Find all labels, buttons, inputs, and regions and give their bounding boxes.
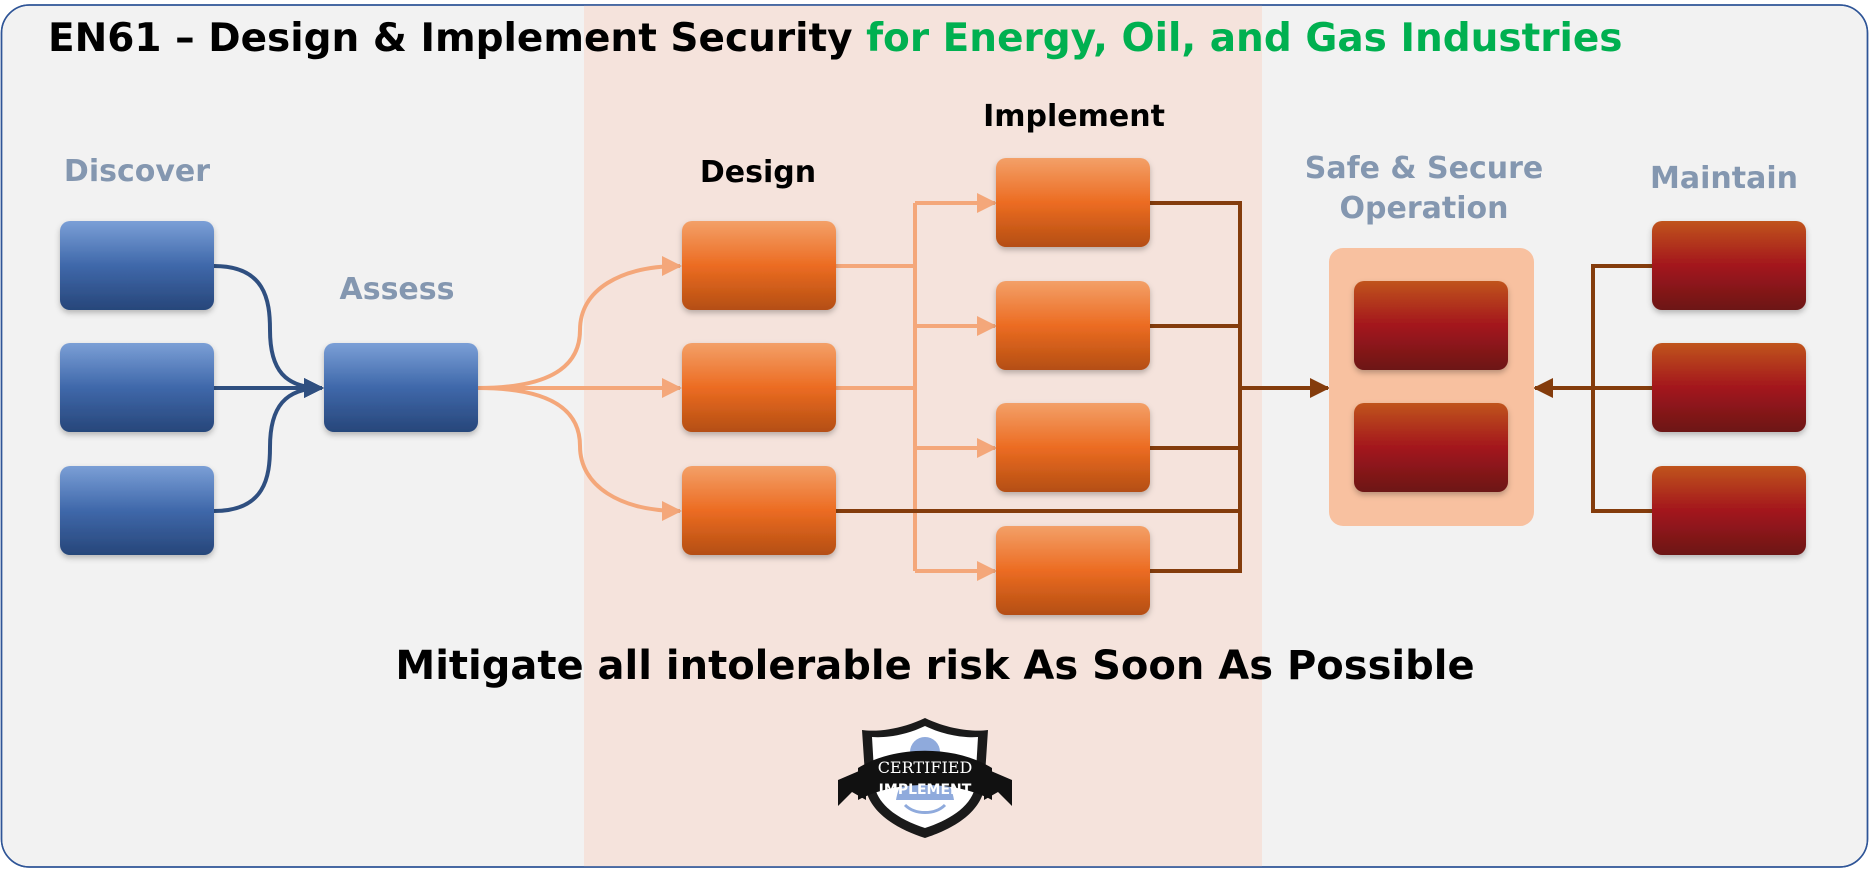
connectors-discover-assess [213,264,324,513]
maintain-boxes [1652,221,1806,555]
label-assess: Assess [340,272,455,307]
label-discover: Discover [64,154,210,189]
implement-box [996,158,1150,247]
label-operation-line2: Operation [1340,191,1509,226]
implement-box [996,403,1150,492]
label-design: Design [700,155,816,190]
design-boxes [682,221,836,555]
implement-boxes [996,158,1150,615]
operation-box [1354,281,1508,370]
design-box [682,466,836,555]
design-box [682,343,836,432]
label-maintain: Maintain [1650,161,1798,196]
design-box [682,221,836,310]
discover-box [60,343,214,432]
label-operation-line1: Safe & Secure [1305,151,1544,186]
operation-box [1354,403,1508,492]
label-implement: Implement [983,99,1165,134]
discover-boxes [60,221,214,555]
implement-box [996,526,1150,615]
certified-implement-badge-icon: CERTIFIED IMPLEMENT [838,718,1012,838]
discover-box [60,221,214,310]
assess-box [324,343,478,432]
maintain-box [1652,343,1806,432]
tagline: Mitigate all intolerable risk As Soon As… [395,643,1474,689]
operation-boxes [1354,281,1508,492]
maintain-box [1652,221,1806,310]
connectors-maintain-operation [1533,264,1652,513]
badge-line1: CERTIFIED [878,758,973,777]
implement-box [996,281,1150,370]
connectors-assess-design [477,256,682,521]
maintain-box [1652,466,1806,555]
discover-box [60,466,214,555]
connectors-implement-operation [836,201,1330,573]
slide-title: EN61 – Design & Implement Security for E… [48,16,1623,61]
title-suffix: for Energy, Oil, and Gas Industries [866,16,1622,61]
title-prefix: EN61 – Design & Implement Security [48,16,866,61]
badge-line2: IMPLEMENT [879,782,972,798]
